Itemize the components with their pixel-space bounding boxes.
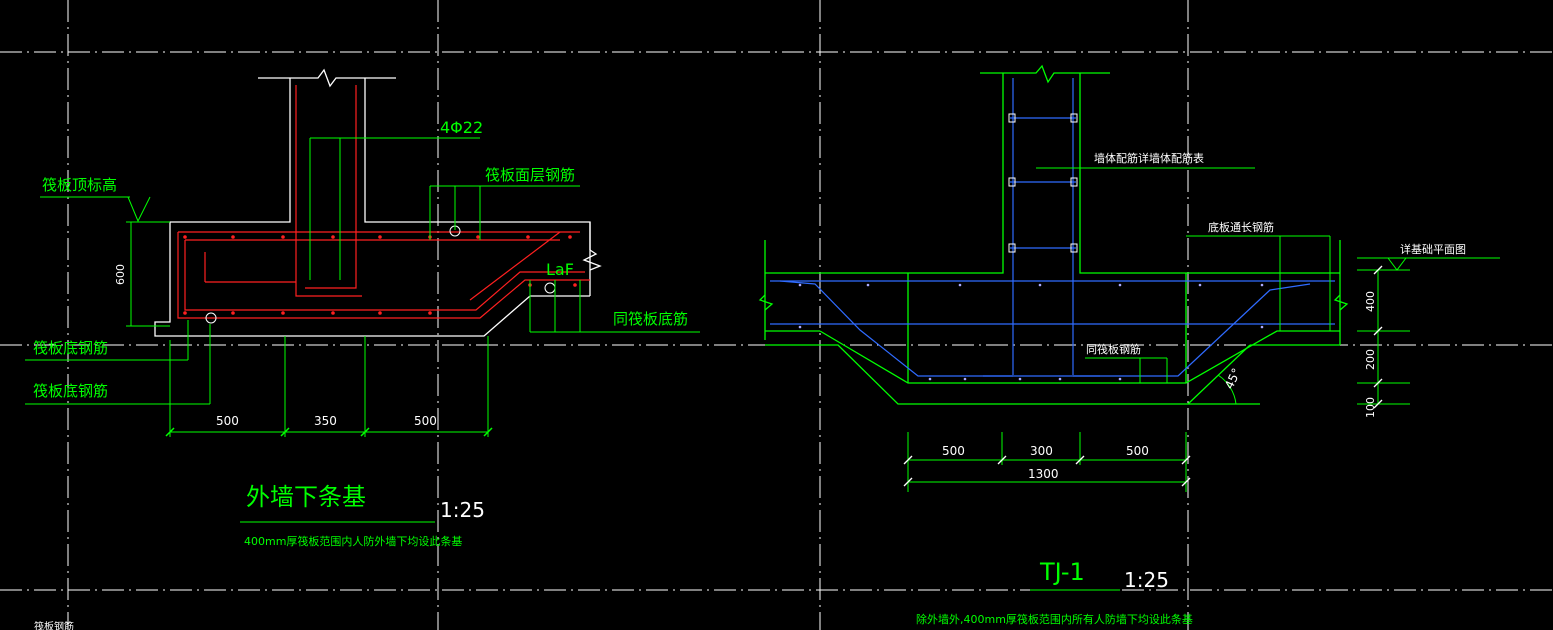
label-bottom-long: 底板通长钢筋 <box>1208 220 1274 234</box>
right-note: 除外墙外,400mm厚筏板范围内所有人防墙下均设此条基 <box>916 612 1193 626</box>
left-dimension-ticks <box>165 427 493 437</box>
label-foundation-plan: 详基础平面图 <box>1400 242 1466 256</box>
left-bar-circle-1 <box>205 312 217 324</box>
label-top-elevation: 筏板顶标高 <box>42 176 117 194</box>
dim-500-right-right: 500 <box>1126 444 1149 458</box>
right-concrete-outline <box>758 64 1349 405</box>
label-laf: LaF <box>546 260 574 279</box>
right-title: TJ-1 <box>1039 558 1085 586</box>
label-top-rebar: 筏板面层钢筋 <box>485 166 575 184</box>
label-angle-45: 45° <box>1222 366 1244 391</box>
dim-1300: 1300 <box>1028 467 1059 481</box>
right-dimension-lines <box>907 167 1500 591</box>
dim-500-left-right: 500 <box>942 444 965 458</box>
dim-100: 100 <box>1364 397 1377 418</box>
label-same-slab: 同筏板钢筋 <box>1086 342 1141 356</box>
left-note: 400mm厚筏板范围内人防外墙下均设此条基 <box>244 534 462 548</box>
label-same-bottom: 同筏板底筋 <box>613 310 688 328</box>
dim-300: 300 <box>1030 444 1053 458</box>
label-wall-rebar: 墙体配筋详墙体配筋表 <box>1094 151 1204 165</box>
right-scale: 1:25 <box>1124 568 1169 592</box>
dim-400: 400 <box>1364 291 1377 312</box>
dim-500-left: 500 <box>216 414 239 428</box>
left-title: 外墙下条基 <box>246 483 366 511</box>
left-concrete-outline <box>154 68 602 337</box>
dim-350: 350 <box>314 414 337 428</box>
dim-500-right: 500 <box>414 414 437 428</box>
label-bottom-rebar-2: 筏板底钢筋 <box>33 382 108 400</box>
label-bottom-rebar-1: 筏板底钢筋 <box>33 339 108 357</box>
left-scale: 1:25 <box>440 498 485 522</box>
left-rebar <box>177 85 590 319</box>
right-detail: 墙体配筋详墙体配筋表 底板通长钢筋 详基础平面图 同筏板钢筋 45° 400 2… <box>758 64 1500 626</box>
label-4phi22: 4Φ22 <box>440 118 483 137</box>
label-dim-600: 600 <box>114 264 127 285</box>
right-rebar <box>770 78 1335 377</box>
left-dimension-lines <box>25 137 700 523</box>
dim-200: 200 <box>1364 349 1377 370</box>
right-dimension-ticks <box>903 265 1383 487</box>
left-detail: 筏板顶标高 600 4Φ22 筏板面层钢筋 LaF 同筏板底筋 筏板底钢筋 筏板… <box>25 68 700 630</box>
right-rebar-hooks <box>1008 113 1078 253</box>
corner-text: 筏板钢筋 <box>34 620 74 630</box>
right-rebar-dots <box>798 283 1264 381</box>
left-rebar-dots <box>183 235 577 315</box>
left-bar-circle-3 <box>544 282 556 294</box>
